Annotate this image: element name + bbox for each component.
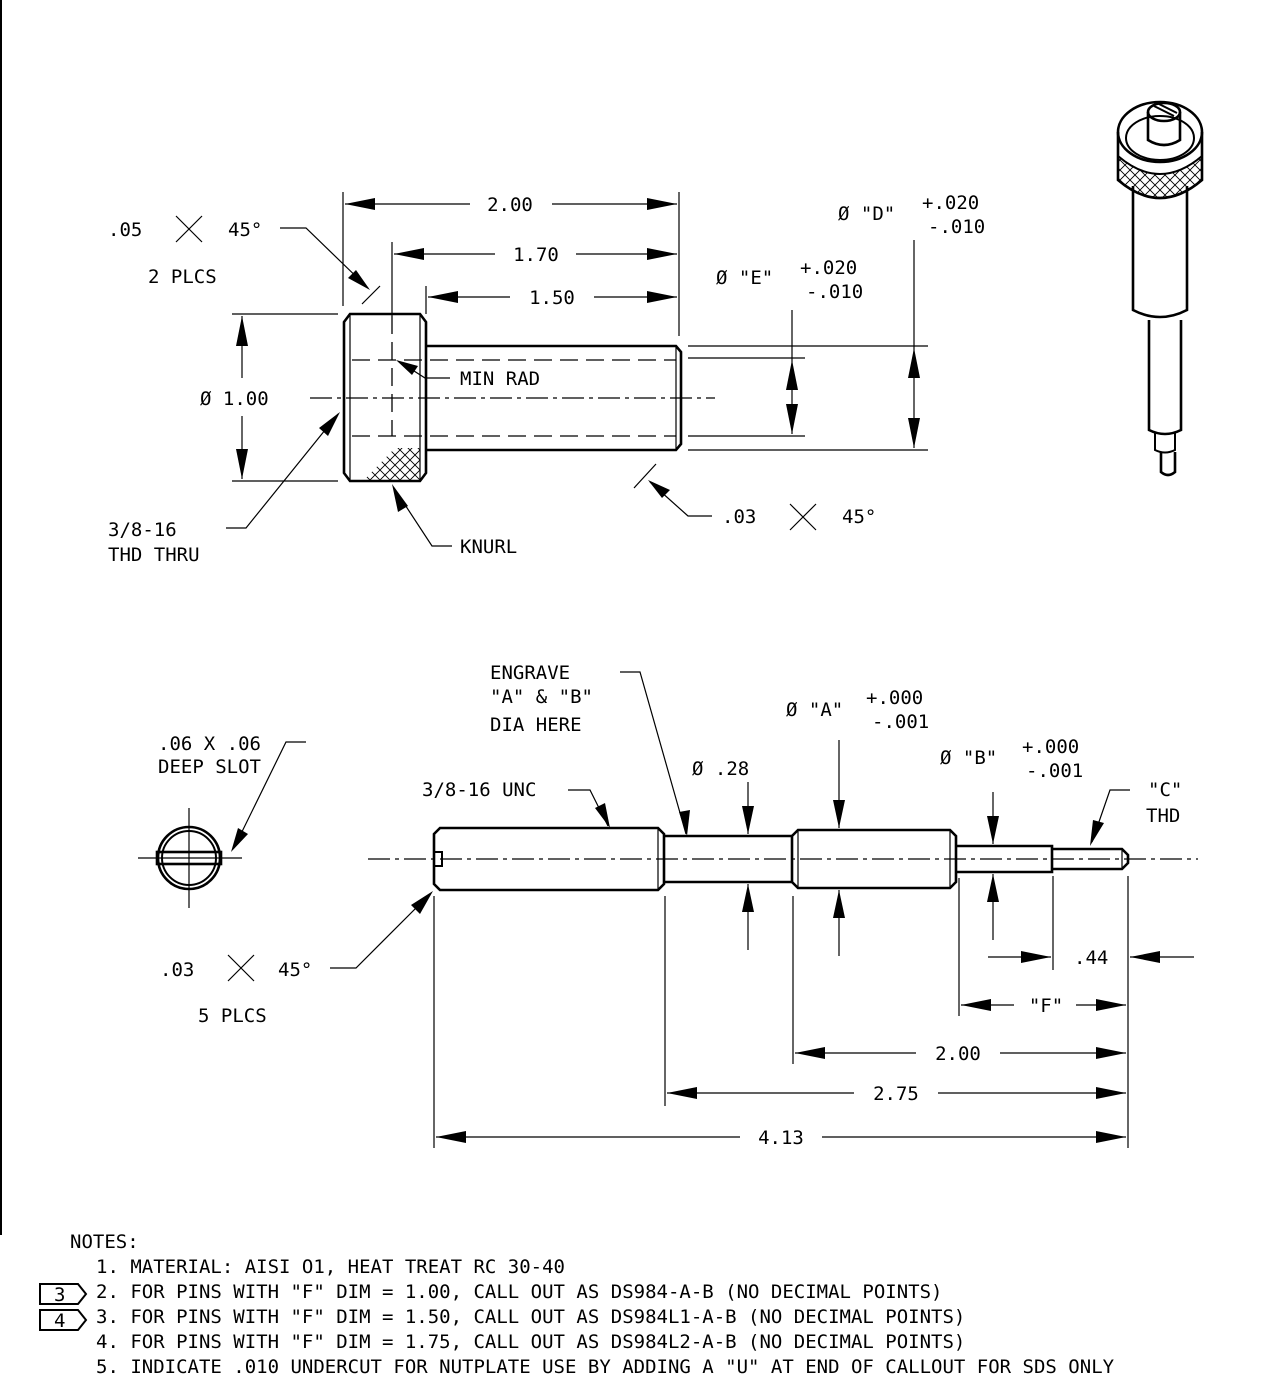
dim-275: 2.75 xyxy=(873,1083,919,1105)
note-3: 3. FOR PINS WITH "F" DIM = 1.50, CALL OU… xyxy=(96,1306,966,1328)
thread-unc-label: 3/8-16 UNC xyxy=(422,779,536,801)
chamfer-bottom-angle: 45° xyxy=(842,506,876,528)
dia-a-label: Ø "A" xyxy=(786,699,843,721)
dia-b-tol-plus: +.000 xyxy=(1022,736,1079,758)
dia-b-tol-minus: -.001 xyxy=(1026,760,1083,782)
dia-d-label: Ø "D" xyxy=(838,203,895,225)
thread-callout-line2: THD THRU xyxy=(108,544,200,566)
note-4: 4. FOR PINS WITH "F" DIM = 1.75, CALL OU… xyxy=(96,1331,966,1353)
dia-d-tol-minus: -.010 xyxy=(928,216,985,238)
dia-e-tol-plus: +.020 xyxy=(800,257,857,279)
knurl-patch xyxy=(363,448,420,481)
chamfer-angle: 45° xyxy=(278,959,312,981)
dim-f: "F" xyxy=(1029,995,1063,1017)
note-5: 5. INDICATE .010 UNDERCUT FOR NUTPLATE U… xyxy=(96,1356,1115,1378)
chamfer-count: 5 PLCS xyxy=(198,1005,267,1027)
engrave-line1: ENGRAVE xyxy=(490,662,570,684)
times-icon xyxy=(175,215,203,243)
min-rad-label: MIN RAD xyxy=(460,368,540,390)
notes-title: NOTES: xyxy=(70,1231,139,1253)
flag-4: 4 xyxy=(54,1310,65,1332)
dia-e-label: Ø "E" xyxy=(716,267,773,289)
c-thread-line2: THD xyxy=(1146,805,1180,827)
engrave-line2: "A" & "B" xyxy=(490,686,593,708)
engrave-line3: DIA HERE xyxy=(490,714,582,736)
dia-head: Ø 1.00 xyxy=(200,388,269,410)
dia-d-tol-plus: +.020 xyxy=(922,192,979,214)
dim-044: .44 xyxy=(1074,947,1108,969)
head-view: 2.00 1.70 1.50 .05 45° 2 PLCS Ø 1.00 xyxy=(108,192,985,566)
knurl-label: KNURL xyxy=(460,536,517,558)
dim-head-150: 1.50 xyxy=(529,287,575,309)
slot-callout-line1: .06 X .06 xyxy=(158,733,261,755)
thread-callout-line1: 3/8-16 xyxy=(108,519,177,541)
note-2: 2. FOR PINS WITH "F" DIM = 1.00, CALL OU… xyxy=(96,1281,943,1303)
dia-a-tol-minus: -.001 xyxy=(872,711,929,733)
chamfer-top-angle: 45° xyxy=(228,219,262,241)
slot-callout-line2: DEEP SLOT xyxy=(158,756,261,778)
chamfer-size: .03 xyxy=(160,959,194,981)
end-view: .06 X .06 DEEP SLOT xyxy=(138,733,306,908)
note-1: 1. MATERIAL: AISI O1, HEAT TREAT RC 30-4… xyxy=(96,1256,565,1278)
c-thread-line1: "C" xyxy=(1148,779,1182,801)
isometric-assembly-icon xyxy=(1116,100,1204,477)
dim-200: 2.00 xyxy=(935,1043,981,1065)
dim-head-170: 1.70 xyxy=(513,244,559,266)
dia-028-label: Ø .28 xyxy=(692,758,749,780)
chamfer-top-size: .05 xyxy=(108,219,142,241)
revision-flags: 3 4 xyxy=(39,1283,88,1332)
flag-3: 3 xyxy=(54,1284,65,1306)
pin-view: 3/8-16 UNC ENGRAVE "A" & "B" DIA HERE Ø … xyxy=(160,662,1198,1149)
dia-a-tol-plus: +.000 xyxy=(866,687,923,709)
dim-head-overall: 2.00 xyxy=(487,194,533,216)
notes-block: NOTES: 1. MATERIAL: AISI O1, HEAT TREAT R… xyxy=(70,1230,1114,1380)
dia-e-tol-minus: -.010 xyxy=(806,281,863,303)
dim-413: 4.13 xyxy=(758,1127,804,1149)
chamfer-bottom-size: .03 xyxy=(722,506,756,528)
chamfer-top-count: 2 PLCS xyxy=(148,266,217,288)
dia-b-label: Ø "B" xyxy=(940,747,997,769)
